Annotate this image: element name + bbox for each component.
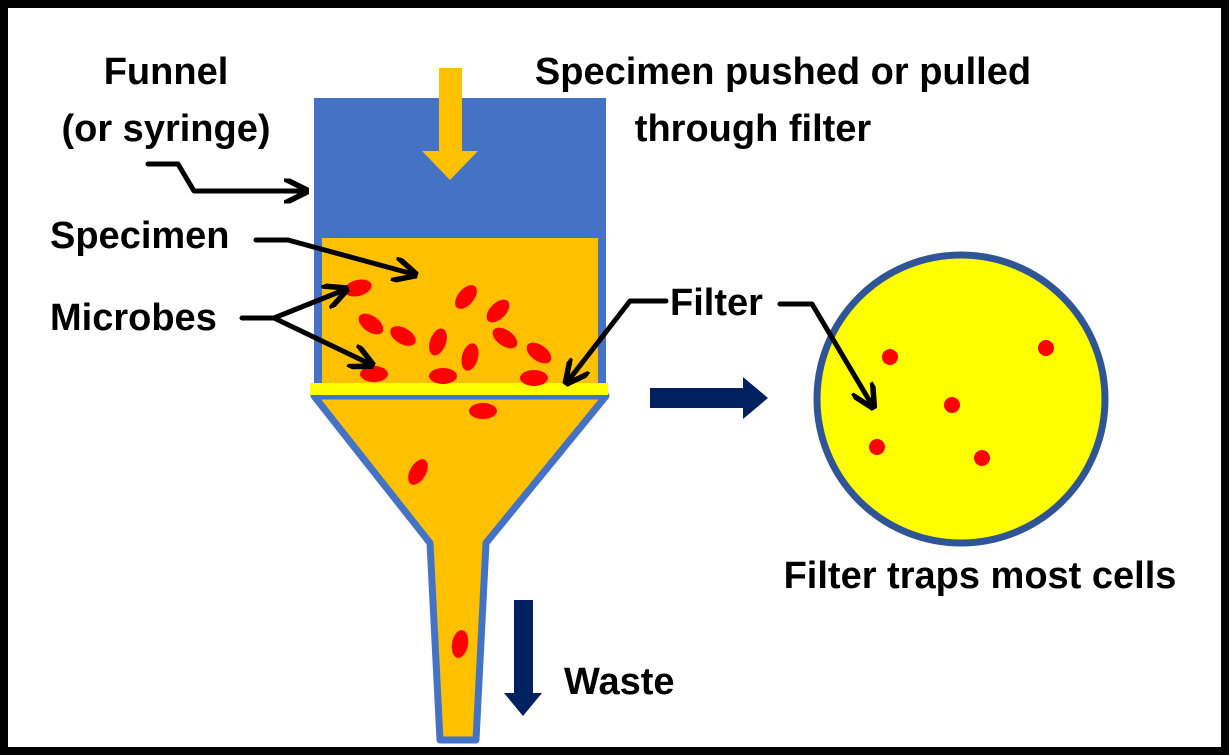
microbe — [358, 313, 384, 335]
funnel-sublabel: (or syringe) — [61, 108, 270, 150]
callout-lines — [145, 161, 872, 405]
microbe — [486, 299, 510, 323]
microbe — [408, 459, 428, 485]
microbe — [360, 366, 388, 382]
microbe — [390, 326, 416, 346]
trapped-cells — [869, 340, 1054, 466]
microbes-label: Microbes — [50, 297, 217, 339]
traps-label: Filter traps most cells — [784, 555, 1177, 597]
microbes — [344, 279, 552, 658]
filter-disc — [813, 251, 1109, 547]
filtration-diagram: Funnel (or syringe) Specimen pushed or p… — [50, 51, 1177, 744]
funnel-cone — [310, 392, 610, 744]
pushed-sublabel: through filter — [635, 108, 872, 150]
microbe — [429, 328, 447, 356]
waste-label: Waste — [564, 661, 675, 703]
microbe — [492, 327, 518, 349]
microbe — [455, 285, 477, 309]
funnel-label: Funnel — [104, 51, 229, 93]
trapped-cell — [869, 439, 885, 455]
filter-pointer — [568, 298, 669, 381]
disc-pointer — [777, 301, 872, 405]
pushed-label: Specimen pushed or pulled — [535, 51, 1031, 93]
trapped-cell — [944, 397, 960, 413]
trapped-cell — [974, 450, 990, 466]
specimen-pointer — [253, 237, 413, 274]
microbe — [526, 342, 552, 364]
trapped-cell — [1038, 340, 1054, 356]
filter-membrane — [310, 383, 608, 395]
microbe — [461, 343, 479, 371]
result-arrow — [650, 377, 768, 419]
input-arrow — [422, 68, 478, 180]
microbe — [469, 403, 497, 419]
trapped-cell — [882, 349, 898, 365]
microbe — [520, 370, 548, 386]
filter-label: Filter — [670, 282, 763, 324]
funnel-pointer — [145, 161, 304, 191]
microbe — [429, 368, 457, 384]
specimen-label: Specimen — [50, 215, 230, 257]
waste-arrow — [504, 600, 542, 716]
microbe — [451, 630, 469, 658]
microbes-pointer-lower — [271, 315, 370, 364]
